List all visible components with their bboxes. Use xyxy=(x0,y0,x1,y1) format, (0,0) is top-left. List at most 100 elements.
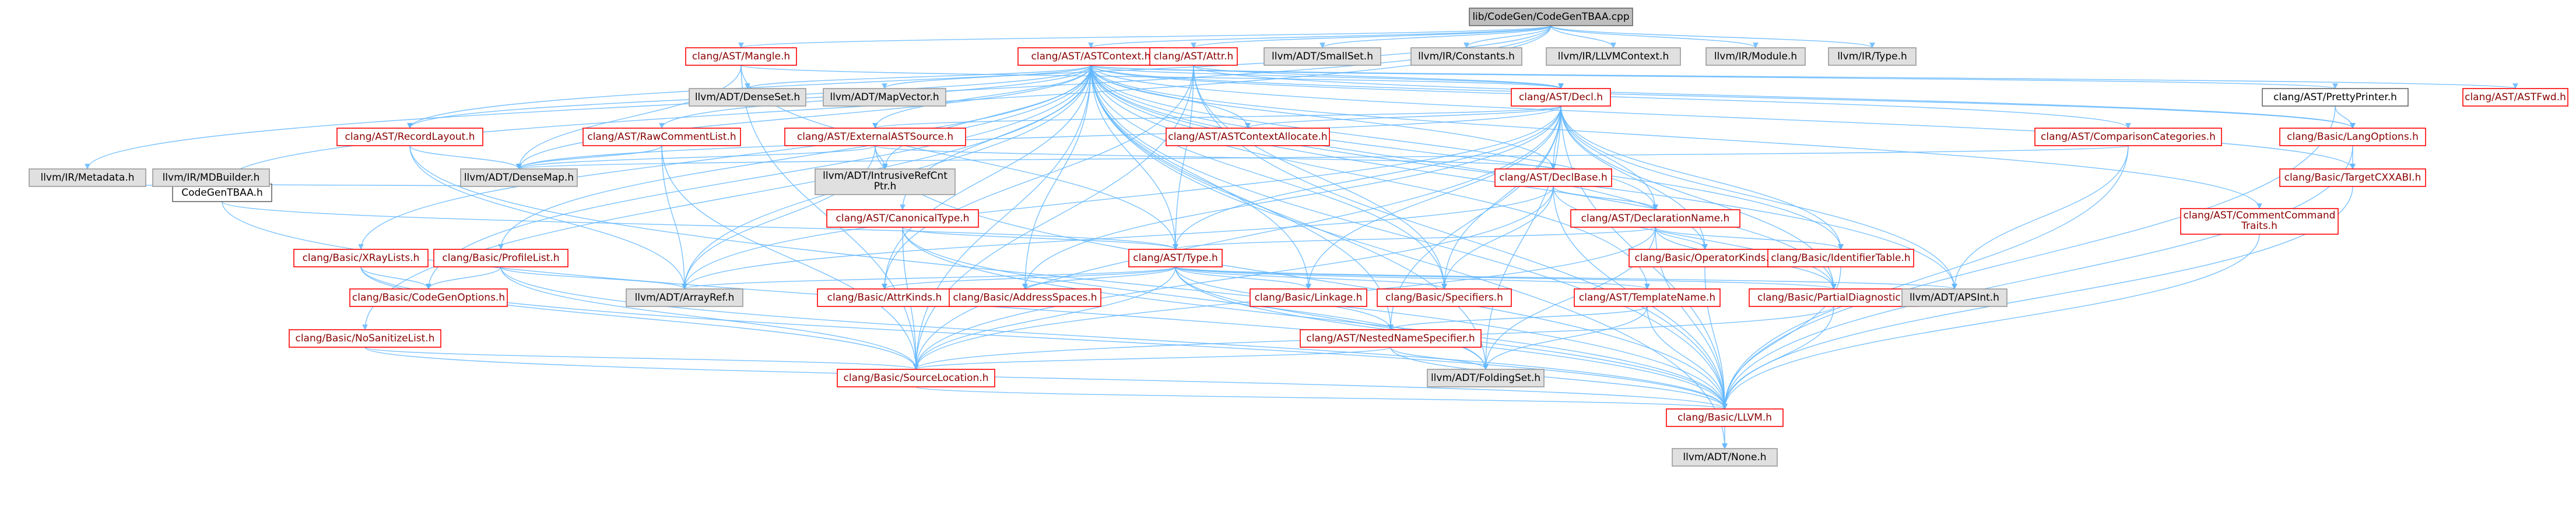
edge-nosanitize-to-llvm_h xyxy=(364,347,1728,410)
node-label: clang/AST/ASTFwd.h xyxy=(2465,91,2566,103)
node-smallset[interactable]: llvm/ADT/SmallSet.h xyxy=(1264,47,1381,66)
edge-nns-to-sourceloc xyxy=(913,347,1391,370)
node-metadata[interactable]: llvm/IR/Metadata.h xyxy=(29,168,146,187)
node-declbase[interactable]: clang/AST/DeclBase.h xyxy=(1494,168,1612,187)
edges xyxy=(85,25,2518,449)
edge-recordlayout-to-arrayref xyxy=(409,145,687,290)
edge-declbase-to-arrayref xyxy=(682,186,1554,290)
node-llvmcontext[interactable]: llvm/IR/LLVMContext.h xyxy=(1546,47,1681,66)
edge-astcontext-to-templatename xyxy=(1090,65,1650,290)
edge-decl-to-arrayref xyxy=(682,105,1561,290)
node-label: clang/Basic/AddressSpaces.h xyxy=(953,292,1097,304)
edge-codegentbaa_h-to-type xyxy=(222,201,1178,250)
node-label: clang/AST/DeclarationName.h xyxy=(1581,213,1730,224)
node-addrspaces[interactable]: clang/Basic/AddressSpaces.h xyxy=(949,288,1101,307)
node-label: llvm/ADT/None.h xyxy=(1683,451,1766,463)
edge-root-to-astcontext xyxy=(1088,25,1552,48)
node-astallocate[interactable]: clang/AST/ASTContextAllocate.h xyxy=(1166,128,1330,146)
edge-prettyprinter-to-llvm_h xyxy=(1722,105,2336,410)
node-box xyxy=(1901,288,2008,307)
node-box xyxy=(2279,168,2426,187)
node-profilelist[interactable]: clang/Basic/ProfileList.h xyxy=(433,249,568,267)
node-comparison[interactable]: clang/AST/ComparisonCategories.h xyxy=(2034,128,2222,146)
node-label: clang/Basic/Linkage.h xyxy=(1255,292,1363,304)
node-label: llvm/ADT/SmallSet.h xyxy=(1272,51,1373,62)
node-box xyxy=(29,168,146,187)
edge-templatename-to-nns xyxy=(1388,306,1648,330)
node-label: clang/AST/TemplateName.h xyxy=(1579,292,1715,304)
node-attrkinds[interactable]: clang/Basic/AttrKinds.h xyxy=(817,288,952,307)
node-box xyxy=(1427,369,1545,387)
node-sourceloc[interactable]: clang/Basic/SourceLocation.h xyxy=(837,369,995,387)
node-codegenopts[interactable]: clang/Basic/CodeGenOptions.h xyxy=(349,288,508,307)
edge-root-to-smallset xyxy=(1319,25,1552,48)
node-module[interactable]: llvm/IR/Module.h xyxy=(1705,47,1806,66)
edge-decl-to-sourceloc xyxy=(913,105,1561,370)
node-linkage[interactable]: clang/Basic/Linkage.h xyxy=(1250,288,1367,307)
edge-comparison-to-apsint xyxy=(1952,145,2129,290)
edge-decl-to-apsint xyxy=(1560,105,1957,290)
node-foldingset[interactable]: llvm/ADT/FoldingSet.h xyxy=(1427,369,1545,387)
edge-rawcomment-to-sourceloc xyxy=(661,145,919,370)
node-partialdiag[interactable]: clang/Basic/PartialDiagnostic.h xyxy=(1749,288,1919,307)
node-label: llvm/IR/LLVMContext.h xyxy=(1558,51,1669,62)
node-rawcomment[interactable]: clang/AST/RawCommentList.h xyxy=(582,128,741,146)
node-attr[interactable]: clang/AST/Attr.h xyxy=(1149,47,1238,66)
edge-rawcomment-to-densemap xyxy=(516,145,662,170)
node-type[interactable]: clang/AST/Type.h xyxy=(1128,249,1223,267)
node-xraylists[interactable]: clang/Basic/XRayLists.h xyxy=(293,249,429,267)
node-mangle[interactable]: clang/AST/Mangle.h xyxy=(685,47,797,66)
node-nns[interactable]: clang/AST/NestedNameSpecifier.h xyxy=(1300,329,1482,348)
node-mdbuilder[interactable]: llvm/IR/MDBuilder.h xyxy=(152,168,270,187)
node-label: llvm/IR/Constants.h xyxy=(1418,51,1515,62)
edge-attr-to-sourceloc xyxy=(913,65,1194,370)
node-declname[interactable]: clang/AST/DeclarationName.h xyxy=(1570,209,1740,228)
node-specifiers[interactable]: clang/Basic/Specifiers.h xyxy=(1377,288,1512,307)
node-canonicaltype[interactable]: clang/AST/CanonicalType.h xyxy=(826,209,979,228)
edge-astcontext-to-nosanitize xyxy=(362,65,1092,330)
edge-declbase-to-sourceloc xyxy=(913,186,1554,370)
node-astcontext[interactable]: clang/AST/ASTContext.h xyxy=(1017,47,1164,66)
node-densemap[interactable]: llvm/ADT/DenseMap.h xyxy=(460,168,578,187)
node-langoptions[interactable]: clang/Basic/LangOptions.h xyxy=(2279,128,2426,146)
node-templatename[interactable]: clang/AST/TemplateName.h xyxy=(1574,288,1721,307)
edge-type-to-apsint xyxy=(1175,266,1957,290)
node-none[interactable]: llvm/ADT/None.h xyxy=(1672,448,1778,467)
edge-astcontext-to-langoptions xyxy=(1090,65,2356,129)
edge-astcontext-to-attrkinds xyxy=(882,65,1092,290)
node-apsint[interactable]: llvm/ADT/APSInt.h xyxy=(1901,288,2008,307)
node-constants[interactable]: llvm/IR/Constants.h xyxy=(1410,47,1522,66)
node-box xyxy=(1128,249,1223,267)
node-box xyxy=(1250,288,1367,307)
node-opkinds[interactable]: clang/Basic/OperatorKinds.h xyxy=(1629,249,1781,267)
node-box xyxy=(1377,288,1512,307)
node-prettyprinter[interactable]: clang/AST/PrettyPrinter.h xyxy=(2262,88,2409,107)
node-recordlayout[interactable]: clang/AST/RecordLayout.h xyxy=(336,128,483,146)
node-root[interactable]: lib/CodeGen/CodeGenTBAA.cpp xyxy=(1469,8,1633,26)
edge-attr-to-attrkinds xyxy=(882,65,1194,290)
edge-type-to-foldingset xyxy=(1175,266,1489,370)
node-externalsource[interactable]: clang/AST/ExternalASTSource.h xyxy=(784,128,966,146)
node-box xyxy=(1511,88,1611,107)
node-identtable[interactable]: clang/Basic/IdentifierTable.h xyxy=(1767,249,1914,267)
edge-root-to-module xyxy=(1550,25,1759,48)
node-arrayref[interactable]: llvm/ADT/ArrayRef.h xyxy=(626,288,743,307)
edge-decl-to-astallocate xyxy=(1245,105,1561,129)
node-astfwd[interactable]: clang/AST/ASTFwd.h xyxy=(2462,88,2568,107)
node-denseset[interactable]: llvm/ADT/DenseSet.h xyxy=(689,88,806,107)
node-irtype[interactable]: llvm/IR/Type.h xyxy=(1828,47,1917,66)
edge-root-to-llvmcontext xyxy=(1550,25,1616,48)
node-label: clang/Basic/OperatorKinds.h xyxy=(1634,252,1775,264)
node-box xyxy=(1574,288,1721,307)
node-label: llvm/ADT/DenseSet.h xyxy=(695,91,800,103)
edge-decl-to-foldingset xyxy=(1483,105,1561,370)
node-llvm_h[interactable]: clang/Basic/LLVM.h xyxy=(1666,408,1784,427)
node-targetcxxabi[interactable]: clang/Basic/TargetCXXABI.h xyxy=(2279,168,2426,187)
edge-root-to-constants xyxy=(1464,25,1552,48)
node-decl[interactable]: clang/AST/Decl.h xyxy=(1511,88,1611,107)
node-label: clang/AST/PrettyPrinter.h xyxy=(2273,91,2397,103)
node-nosanitize[interactable]: clang/Basic/NoSanitizeList.h xyxy=(289,329,441,348)
node-mapvector[interactable]: llvm/ADT/MapVector.h xyxy=(823,88,946,107)
